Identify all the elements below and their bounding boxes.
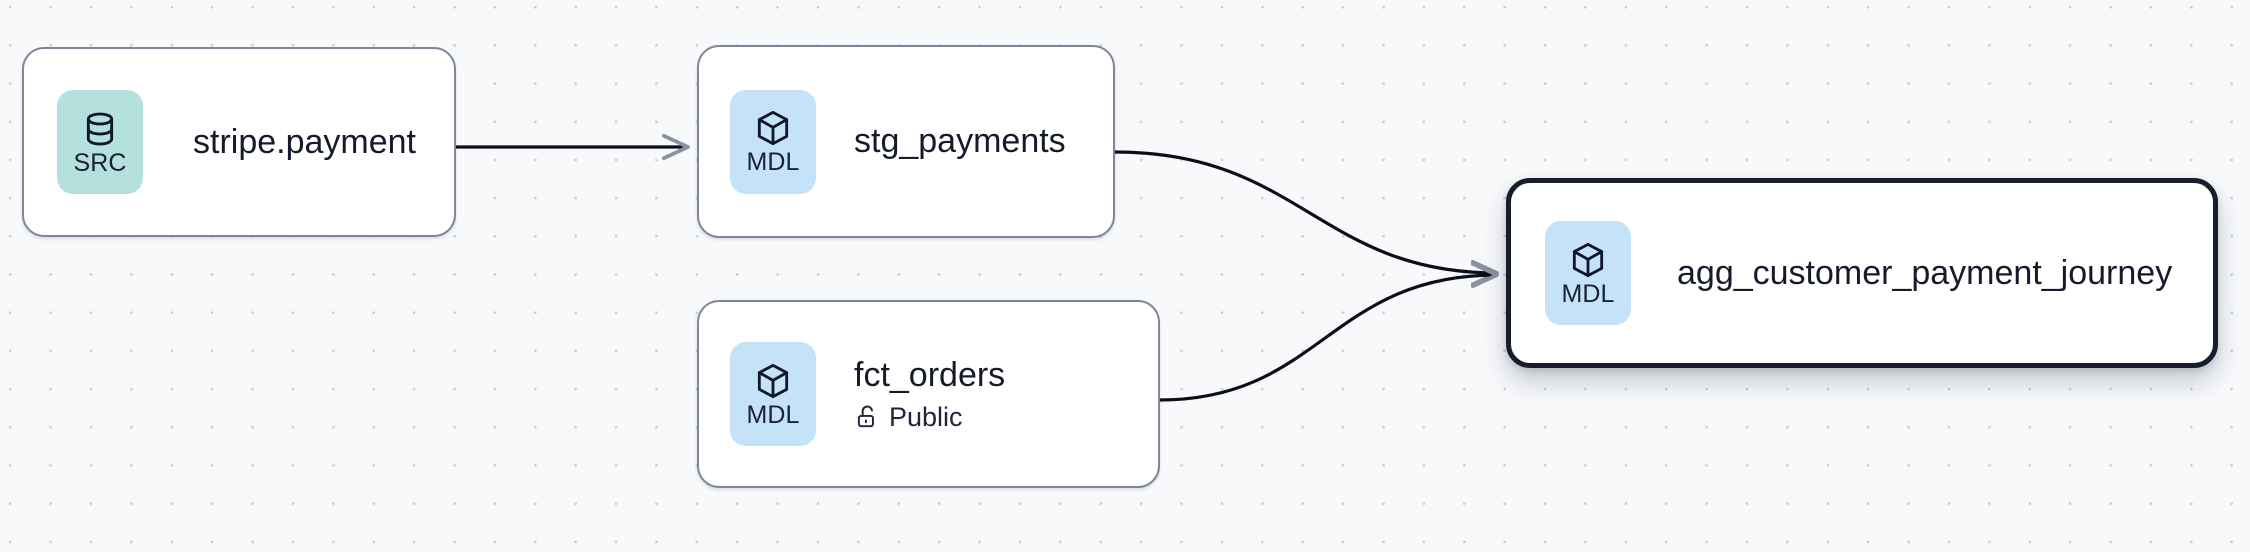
cube-icon xyxy=(753,361,793,401)
lineage-node-agg-customer-payment-journey[interactable]: MDL agg_customer_payment_journey xyxy=(1506,178,2218,368)
unlock-icon xyxy=(854,404,880,430)
node-badge-model: MDL xyxy=(730,342,816,446)
node-title: stripe.payment xyxy=(193,122,416,161)
node-title: agg_customer_payment_journey xyxy=(1677,253,2173,292)
database-icon xyxy=(80,109,120,149)
node-body: stg_payments xyxy=(854,121,1066,161)
node-visibility-label: Public xyxy=(889,401,963,432)
node-body: stripe.payment xyxy=(193,122,416,162)
node-badge-label: MDL xyxy=(746,400,800,429)
node-badge-model: MDL xyxy=(1545,221,1631,325)
lineage-node-fct-orders[interactable]: MDL fct_orders Public xyxy=(697,300,1160,488)
node-badge-label: SRC xyxy=(73,148,127,177)
node-title: fct_orders xyxy=(854,356,1006,395)
node-badge-label: MDL xyxy=(1561,279,1615,308)
cube-icon xyxy=(1568,240,1608,280)
edge-stg-payments-to-agg-customer-payment-journey xyxy=(1114,150,1497,273)
node-visibility: Public xyxy=(854,402,1005,433)
cube-icon xyxy=(753,108,793,148)
node-body: fct_orders Public xyxy=(854,355,1005,432)
lineage-node-stg-payments[interactable]: MDL stg_payments xyxy=(697,45,1115,238)
node-badge-source: SRC xyxy=(57,90,143,194)
edge-fct-orders-to-agg-customer-payment-journey xyxy=(1159,275,1497,402)
node-body: agg_customer_payment_journey xyxy=(1677,253,2172,293)
lineage-node-stripe-payment[interactable]: SRC stripe.payment xyxy=(22,47,456,237)
node-title: stg_payments xyxy=(854,122,1066,161)
node-badge-model: MDL xyxy=(730,89,816,194)
node-badge-label: MDL xyxy=(746,148,800,176)
